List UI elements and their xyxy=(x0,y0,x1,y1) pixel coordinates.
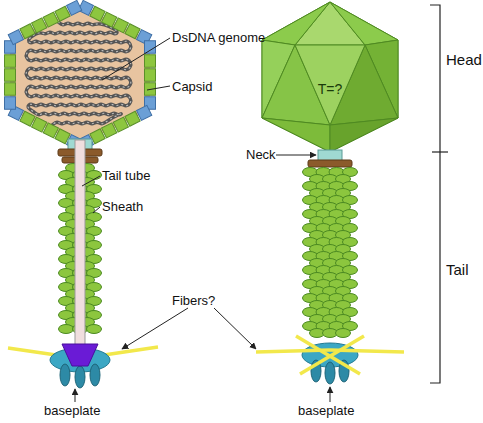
left-phage xyxy=(5,0,156,149)
capsomer xyxy=(145,41,156,54)
leader-line xyxy=(93,207,100,213)
capsid-face: T=? xyxy=(295,45,365,125)
tail-fiber xyxy=(296,336,360,374)
sheath-subunit xyxy=(336,329,351,338)
capsomer xyxy=(5,55,16,68)
part-label: Sheath xyxy=(102,199,143,214)
leader-arrow xyxy=(214,308,256,349)
part-label: DsDNA genome xyxy=(172,30,265,45)
leader-arrow xyxy=(122,308,188,349)
tail-fiber xyxy=(104,347,158,355)
baseplates xyxy=(8,336,404,388)
dna-strand-bead xyxy=(26,22,131,125)
neck xyxy=(318,150,342,161)
part-label: Capsid xyxy=(172,79,212,94)
icosahedron-outline xyxy=(262,2,398,152)
part-label: Neck xyxy=(246,147,276,162)
part-label: Fibers? xyxy=(172,293,215,308)
baseplate-hub xyxy=(62,344,98,366)
right-phage xyxy=(262,2,398,167)
region-label: Tail xyxy=(446,262,469,277)
icosahedron-face xyxy=(330,118,398,152)
icosahedron-face xyxy=(262,2,330,45)
bracket-tick xyxy=(432,151,448,152)
capsomer xyxy=(145,69,156,82)
baseplate-spike xyxy=(325,362,335,384)
triangulation-label: T=? xyxy=(295,81,365,97)
baseplate-spike xyxy=(90,364,100,386)
collar xyxy=(308,160,352,167)
capsomer xyxy=(5,97,16,110)
capsomer xyxy=(67,0,82,15)
leader-line xyxy=(82,176,100,186)
leader-line xyxy=(102,38,170,80)
tails xyxy=(59,140,358,346)
sheath-subunit xyxy=(59,325,74,334)
baseplate-spike xyxy=(75,366,85,388)
region-label: Head xyxy=(446,52,482,67)
leader-line xyxy=(147,86,170,90)
dna-strand xyxy=(26,22,131,125)
tail-fiber xyxy=(8,348,56,355)
brackets xyxy=(430,5,448,383)
tail-tube xyxy=(75,140,85,346)
capsomer xyxy=(5,69,16,82)
part-label: baseplate xyxy=(44,403,100,418)
icosahedron-face xyxy=(262,118,330,152)
tail-fiber xyxy=(300,336,364,374)
part-label: Tail tube xyxy=(102,168,150,183)
capsomer xyxy=(5,83,16,96)
capsomer xyxy=(145,55,156,68)
leader-arrow xyxy=(75,389,76,402)
part-label: baseplate xyxy=(298,403,354,418)
baseplate-spike xyxy=(60,364,70,386)
bracket xyxy=(430,5,440,383)
sheath-subunit xyxy=(87,325,102,334)
leader-arrow xyxy=(330,387,331,402)
icosahedron-face xyxy=(330,2,398,45)
icosahedron-face xyxy=(295,45,365,125)
capsid-interior xyxy=(10,5,150,145)
leader-lines xyxy=(75,38,330,402)
leader-arrow xyxy=(276,155,316,156)
